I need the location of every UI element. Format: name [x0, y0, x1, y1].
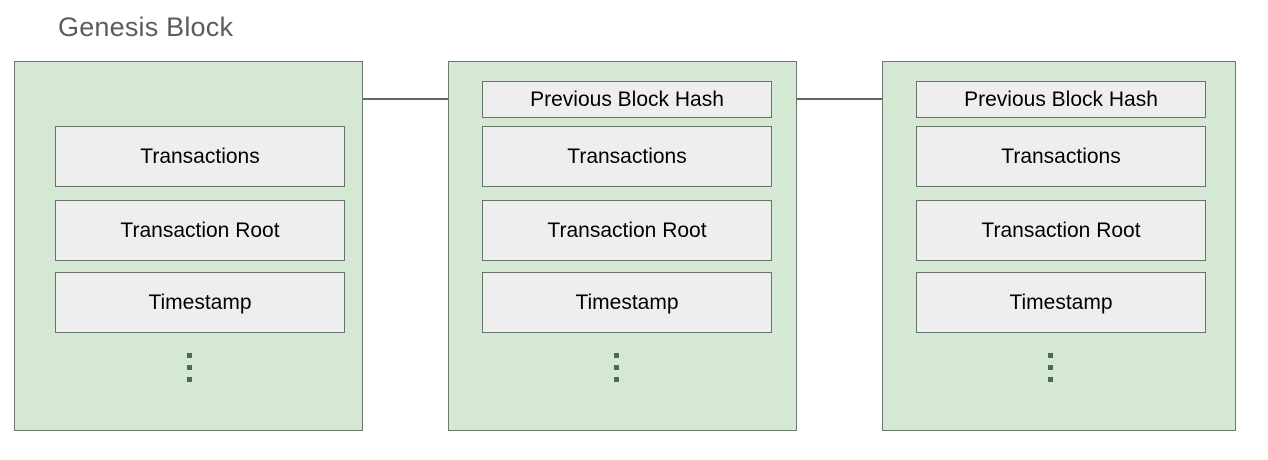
- field-block2-timestamp[interactable]: Timestamp: [482, 272, 772, 333]
- field-block3-previous-block-hash[interactable]: Previous Block Hash: [916, 81, 1206, 118]
- field-label: Transactions: [567, 145, 687, 168]
- ellipsis-dot: [187, 377, 192, 382]
- ellipsis-dot: [614, 377, 619, 382]
- vertical-ellipsis-icon: [186, 353, 193, 382]
- field-label: Transaction Root: [547, 219, 707, 242]
- ellipsis-dot: [1048, 377, 1053, 382]
- ellipsis-dot: [1048, 353, 1053, 358]
- field-genesis-transaction-root[interactable]: Transaction Root: [55, 200, 345, 261]
- field-label: Timestamp: [148, 291, 252, 314]
- ellipsis-dot: [187, 353, 192, 358]
- field-label: Previous Block Hash: [530, 88, 724, 111]
- field-block3-transaction-root[interactable]: Transaction Root: [916, 200, 1206, 261]
- field-label: Transaction Root: [120, 219, 280, 242]
- field-label: Transaction Root: [981, 219, 1141, 242]
- field-block2-previous-block-hash[interactable]: Previous Block Hash: [482, 81, 772, 118]
- field-block2-transaction-root[interactable]: Transaction Root: [482, 200, 772, 261]
- ellipsis-dot: [1048, 365, 1053, 370]
- field-genesis-timestamp[interactable]: Timestamp: [55, 272, 345, 333]
- field-label: Transactions: [140, 145, 260, 168]
- field-label: Transactions: [1001, 145, 1121, 168]
- field-label: Timestamp: [1009, 291, 1113, 314]
- field-block3-timestamp[interactable]: Timestamp: [916, 272, 1206, 333]
- field-block3-transactions[interactable]: Transactions: [916, 126, 1206, 187]
- arrow-shaft: [797, 98, 915, 100]
- vertical-ellipsis-icon: [613, 353, 620, 382]
- ellipsis-dot: [187, 365, 192, 370]
- field-label: Previous Block Hash: [964, 88, 1158, 111]
- ellipsis-dot: [614, 353, 619, 358]
- field-block2-transactions[interactable]: Transactions: [482, 126, 772, 187]
- ellipsis-dot: [614, 365, 619, 370]
- genesis-block-title: Genesis Block: [58, 12, 234, 42]
- arrow-shaft: [363, 98, 481, 100]
- vertical-ellipsis-icon: [1047, 353, 1054, 382]
- field-label: Timestamp: [575, 291, 679, 314]
- field-genesis-transactions[interactable]: Transactions: [55, 126, 345, 187]
